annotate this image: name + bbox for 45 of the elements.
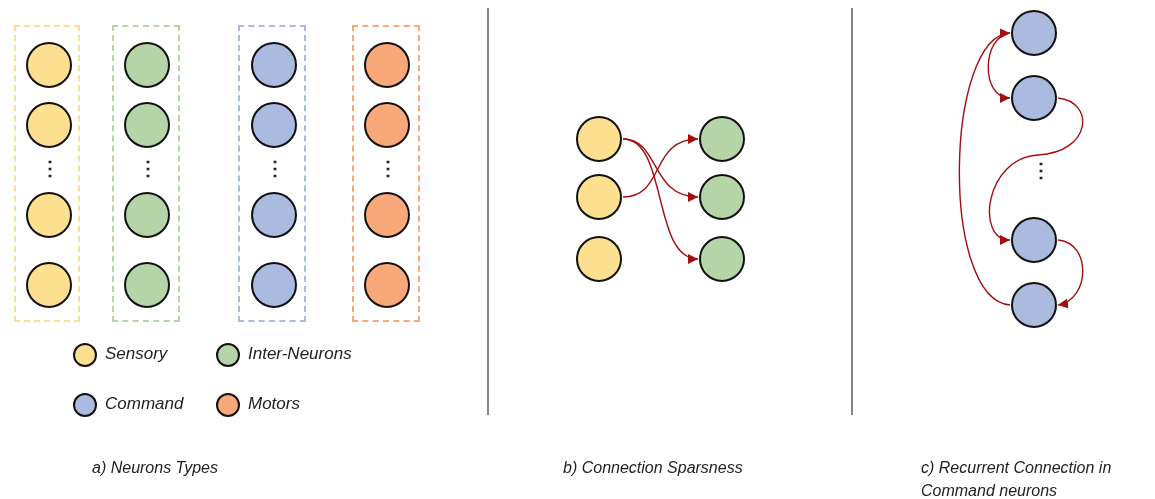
neuron-circle	[364, 42, 410, 88]
arrow	[622, 138, 699, 262]
arrow	[988, 97, 1084, 243]
neuron-circle	[576, 236, 622, 282]
neuron-circle	[364, 192, 410, 238]
neuron-circle	[26, 262, 72, 308]
neuron-circle	[699, 236, 745, 282]
ellipsis-dots: ⋮	[40, 158, 60, 178]
neuron-circle	[251, 192, 297, 238]
panel-caption: b) Connection Sparsness	[563, 458, 743, 478]
neuron-circle	[251, 262, 297, 308]
neuron-circle	[364, 262, 410, 308]
neuron-circle	[124, 42, 170, 88]
ellipsis-dots: ⋮	[138, 158, 158, 178]
neuron-circle	[251, 42, 297, 88]
neuron-circle	[1011, 217, 1057, 263]
neuron-circle	[26, 42, 72, 88]
neuron-circle	[1011, 75, 1057, 121]
panel-caption: c) Recurrent Connection in Command neurons	[921, 458, 1113, 499]
ellipsis-dots: ⋮	[378, 158, 398, 178]
neuron-circle	[124, 192, 170, 238]
neuron-circle	[251, 102, 297, 148]
neuron-circle	[364, 102, 410, 148]
neuron-circle	[1011, 10, 1057, 56]
neuron-circle	[26, 102, 72, 148]
neuron-circle	[576, 116, 622, 162]
neuron-circle	[699, 116, 745, 162]
neuron-circle	[699, 174, 745, 220]
legend-label: Inter-Neurons	[248, 344, 352, 364]
legend-label: Sensory	[105, 344, 168, 364]
legend-label: Command	[105, 394, 184, 414]
dashed-group-box	[352, 25, 420, 322]
ellipsis-dots: ⋮	[1031, 160, 1051, 180]
neuron-circle	[576, 174, 622, 220]
neuron-circle	[124, 262, 170, 308]
dashed-group-box	[112, 25, 180, 322]
neuron-circle	[1011, 282, 1057, 328]
dashed-group-box	[238, 25, 306, 322]
neuron-circle	[26, 192, 72, 238]
dashed-group-box	[14, 25, 80, 322]
panel-caption: a) Neurons Types	[92, 458, 218, 478]
ellipsis-dots: ⋮	[265, 158, 285, 178]
arrow	[1057, 239, 1084, 307]
legend-label: Motors	[248, 394, 300, 414]
neuron-circle	[124, 102, 170, 148]
